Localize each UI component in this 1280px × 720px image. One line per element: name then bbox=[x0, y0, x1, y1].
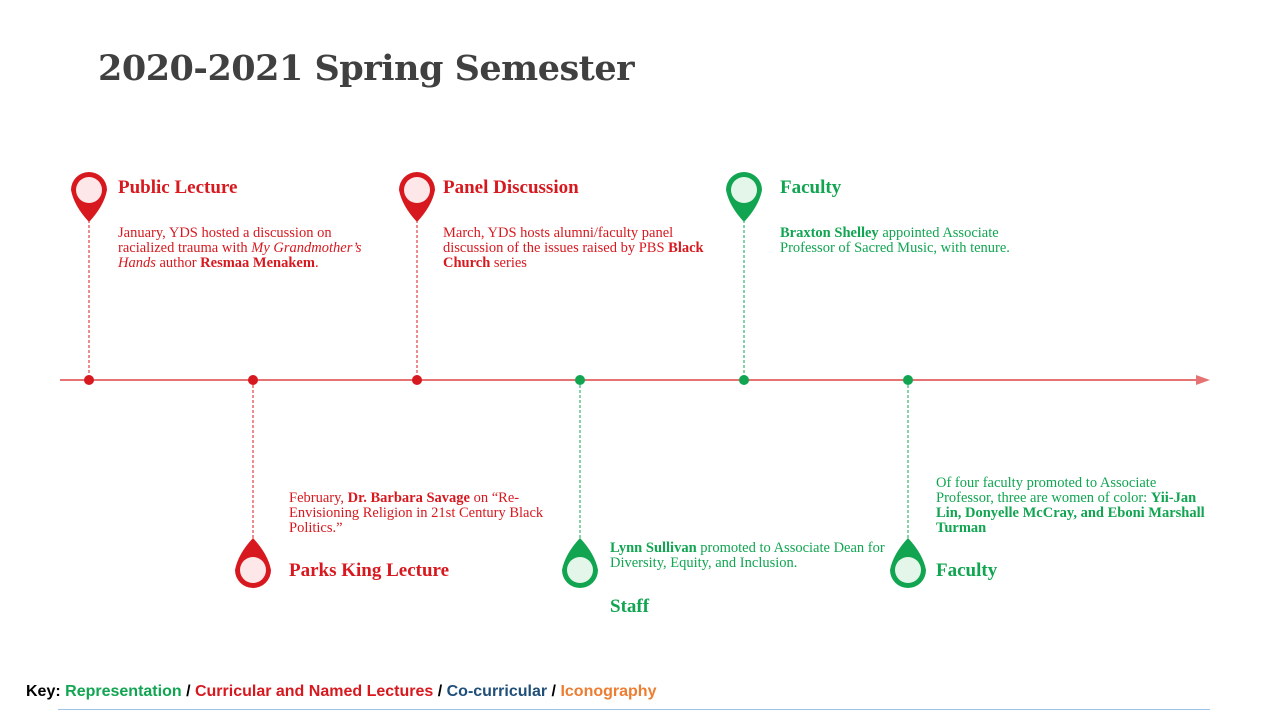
event-label-public-lecture: Public Lecture bbox=[118, 177, 238, 198]
description-text: series bbox=[490, 255, 527, 271]
event-dot bbox=[575, 375, 585, 385]
key-title: Key: bbox=[26, 683, 61, 700]
event-dot bbox=[84, 375, 94, 385]
description-text: appointed Associate Professor of Sacred … bbox=[780, 225, 1010, 256]
event-dot bbox=[739, 375, 749, 385]
event-label-panel-discussion: Panel Discussion bbox=[443, 177, 579, 198]
description-text: author bbox=[155, 255, 201, 271]
event-description-parks-king-lecture: February, Dr. Barbara Savage on “Re-Envi… bbox=[289, 491, 569, 536]
event-label-staff: Staff bbox=[610, 596, 650, 617]
event-description-faculty-top: Braxton Shelley appointed Associate Prof… bbox=[780, 226, 1050, 256]
key-cocurricular: Co-curricular bbox=[446, 683, 548, 700]
description-text: January, YDS hosted a discussion on raci… bbox=[118, 225, 332, 256]
description-emphasis: Lynn Sullivan bbox=[610, 540, 697, 556]
event-label-parks-king-lecture: Parks King Lecture bbox=[289, 560, 450, 581]
location-pin-inner bbox=[76, 177, 102, 203]
description-text: Of four faculty promoted to Associate Pr… bbox=[936, 475, 1157, 506]
location-pin-inner bbox=[240, 557, 266, 583]
event-dot bbox=[903, 375, 913, 385]
event-label-faculty-bottom: Faculty bbox=[936, 560, 998, 581]
key-separator: / bbox=[551, 683, 556, 700]
legend-key: Key: Representation / Curricular and Nam… bbox=[26, 683, 656, 701]
description-text: . bbox=[314, 255, 319, 271]
description-emphasis: Black Church bbox=[443, 240, 704, 271]
key-separator: / bbox=[186, 683, 191, 700]
event-dot bbox=[248, 375, 258, 385]
page-title: 2020-2021 Spring Semester bbox=[98, 48, 635, 89]
description-italic: My Grandmother’s Hands bbox=[118, 240, 362, 271]
location-pin-inner bbox=[567, 557, 593, 583]
event-description-staff: Lynn Sullivan promoted to Associate Dean… bbox=[610, 541, 895, 571]
location-pin-inner bbox=[895, 557, 921, 583]
key-curricular: Curricular and Named Lectures bbox=[194, 683, 434, 700]
timeline-arrowhead bbox=[1196, 375, 1210, 385]
location-pin-inner bbox=[404, 177, 430, 203]
description-emphasis: Braxton Shelley bbox=[780, 225, 879, 241]
description-text: March, YDS hosts alumni/faculty panel di… bbox=[443, 225, 674, 256]
event-description-faculty-bottom: Of four faculty promoted to Associate Pr… bbox=[936, 476, 1206, 536]
description-emphasis: Resmaa Menakem bbox=[200, 255, 315, 271]
key-separator: / bbox=[437, 683, 443, 700]
description-emphasis: Yii-Jan Lin, Donyelle McCray, and Eboni … bbox=[936, 490, 1205, 536]
description-text: February, bbox=[289, 490, 348, 506]
location-pin-inner bbox=[731, 177, 757, 203]
event-dot bbox=[412, 375, 422, 385]
description-emphasis: Dr. Barbara Savage bbox=[347, 490, 470, 506]
event-label-faculty-top: Faculty bbox=[780, 177, 842, 198]
event-description-panel-discussion: March, YDS hosts alumni/faculty panel di… bbox=[443, 226, 713, 271]
description-text: promoted to Associate Dean for Diversity… bbox=[610, 540, 885, 571]
description-text: on “Re-Envisioning Religion in 21st Cent… bbox=[289, 490, 544, 536]
key-iconography: Iconography bbox=[560, 683, 657, 700]
footer-divider bbox=[58, 709, 1210, 710]
key-representation: Representation bbox=[65, 683, 182, 700]
event-description-public-lecture: January, YDS hosted a discussion on raci… bbox=[118, 226, 388, 271]
